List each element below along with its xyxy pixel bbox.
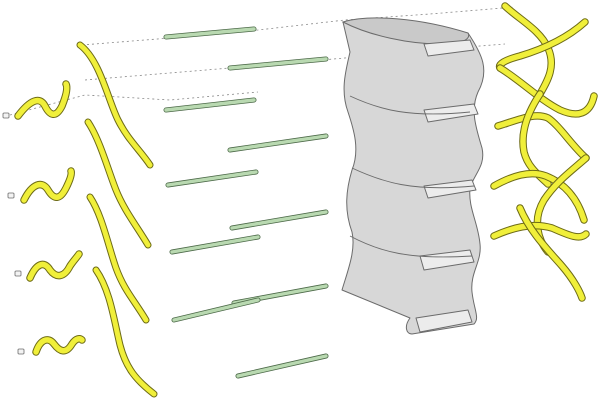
lattice-group	[490, 2, 598, 302]
guide-line	[81, 6, 516, 46]
housing-tier-line	[351, 167, 475, 189]
yellow-wave-spring	[15, 81, 70, 119]
small-pin	[17, 348, 25, 355]
housing-tab	[423, 179, 477, 199]
gray-stacked-housing	[341, 21, 485, 335]
green-connecting-rod	[164, 98, 256, 112]
housing-group	[341, 17, 485, 335]
guide-line	[9, 91, 259, 116]
wave-springs-group	[14, 80, 86, 356]
yellow-long-curved-strip	[77, 42, 153, 168]
yellow-interlocking-lattice	[491, 170, 587, 223]
housing-tier-line	[349, 235, 473, 258]
yellow-wave-spring	[27, 251, 82, 281]
yellow-interlocking-lattice	[497, 65, 597, 117]
housing-tab	[423, 39, 475, 57]
small-pin	[2, 112, 10, 119]
yellow-wave-spring	[33, 336, 85, 355]
green-connecting-rod	[230, 210, 328, 230]
yellow-long-curved-strip	[87, 194, 149, 323]
green-connecting-rod	[228, 134, 328, 152]
green-connecting-rod	[164, 27, 256, 39]
yellow-wave-spring	[21, 168, 74, 203]
pins-group	[2, 112, 25, 355]
yellow-interlocking-lattice	[496, 19, 588, 71]
yellow-long-curved-strip	[85, 119, 151, 248]
small-pin	[7, 192, 15, 199]
long-strips-group	[76, 41, 158, 398]
yellow-interlocking-lattice	[517, 205, 585, 301]
yellow-long-curved-strip	[93, 267, 157, 397]
green-connecting-rod	[228, 57, 328, 70]
rods-group	[163, 26, 329, 379]
housing-tab	[419, 249, 475, 271]
green-connecting-rod	[170, 235, 260, 254]
housing-tab	[415, 309, 473, 333]
yellow-interlocking-lattice	[491, 222, 589, 240]
green-connecting-rod	[172, 298, 260, 322]
housing-tab	[423, 103, 479, 123]
housing-tier-line	[349, 95, 471, 115]
green-connecting-rod	[166, 170, 258, 187]
small-pin	[14, 270, 22, 277]
green-connecting-rod	[236, 354, 328, 378]
yellow-interlocking-lattice	[495, 113, 589, 161]
